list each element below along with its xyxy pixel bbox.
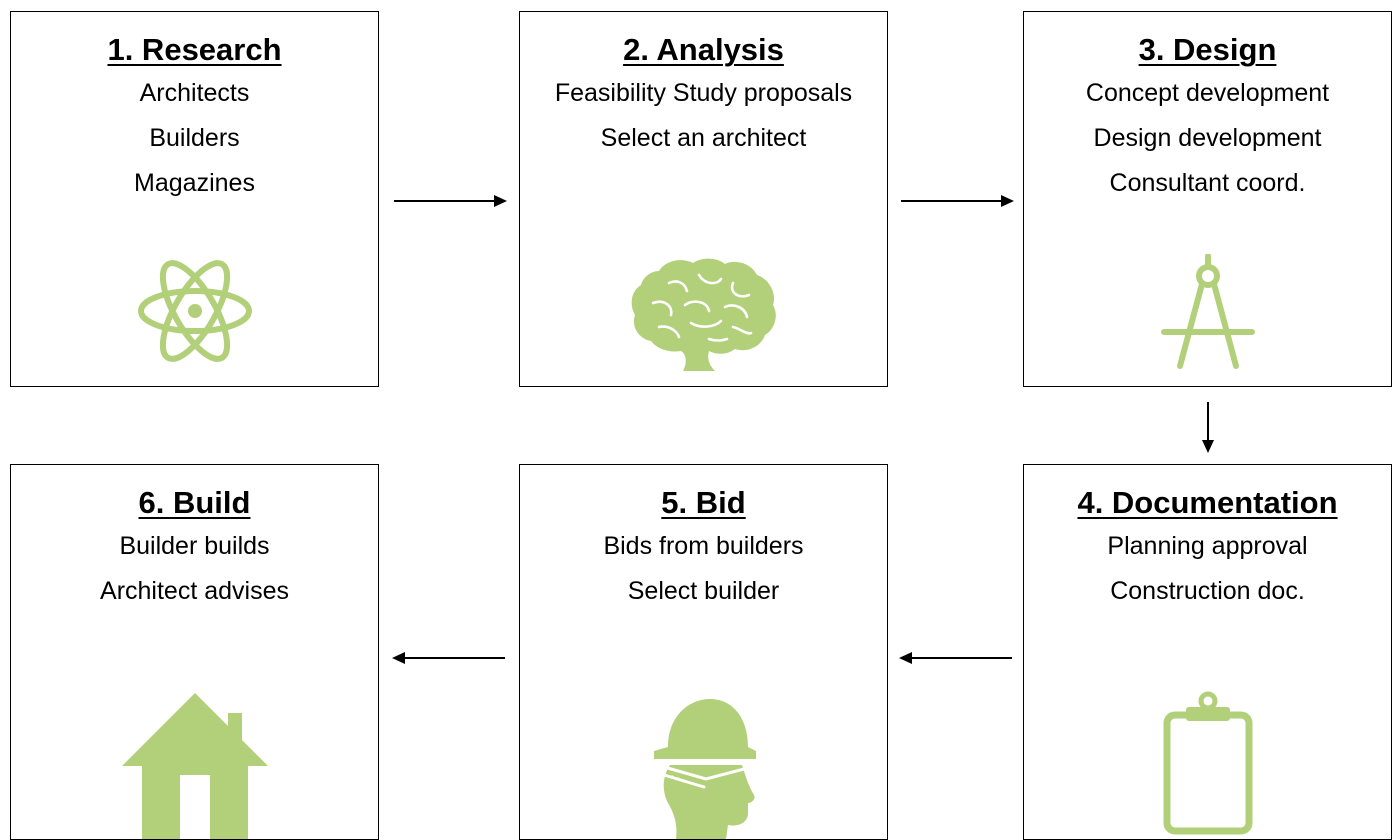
step-line: Builders bbox=[149, 124, 240, 152]
step-line: Select builder bbox=[627, 577, 780, 605]
step-line: Magazines bbox=[134, 169, 255, 197]
step-title: 6. Build bbox=[138, 485, 251, 520]
step-title: 4. Documentation bbox=[1077, 485, 1338, 520]
house-icon bbox=[121, 693, 268, 839]
arrow-research-to-analysis bbox=[394, 195, 507, 207]
step-line: Select an architect bbox=[600, 124, 807, 152]
hard-hat-head-icon bbox=[653, 699, 756, 839]
step-line: Builder builds bbox=[119, 532, 270, 560]
brain-icon bbox=[631, 258, 776, 371]
step-analysis: 2. Analysis Feasibility Study proposals … bbox=[519, 11, 888, 387]
arrow-bid-to-build bbox=[392, 652, 505, 664]
step-line: Bids from builders bbox=[603, 532, 804, 560]
step-line: Concept development bbox=[1085, 79, 1330, 107]
step-line: Planning approval bbox=[1107, 532, 1308, 560]
step-line: Construction doc. bbox=[1110, 577, 1305, 605]
step-line: Design development bbox=[1093, 124, 1322, 152]
step-documentation: 4. Documentation Planning approval Const… bbox=[1023, 464, 1392, 840]
step-line: Architects bbox=[139, 79, 250, 107]
step-title: 1. Research bbox=[107, 32, 282, 67]
step-line: Consultant coord. bbox=[1109, 169, 1306, 197]
step-line: Architect advises bbox=[100, 577, 289, 605]
step-title: 3. Design bbox=[1138, 32, 1277, 67]
step-build: 6. Build Builder builds Architect advise… bbox=[10, 464, 379, 840]
step-research: 1. Research Architects Builders Magazine… bbox=[10, 11, 379, 387]
arrow-documentation-to-bid bbox=[899, 652, 1012, 664]
step-title: 5. Bid bbox=[661, 485, 746, 520]
step-design: 3. Design Concept development Design dev… bbox=[1023, 11, 1392, 387]
clipboard-icon bbox=[1163, 691, 1252, 835]
drafting-compass-icon bbox=[1160, 254, 1255, 369]
atom-icon bbox=[137, 260, 252, 362]
step-bid: 5. Bid Bids from builders Select builder bbox=[519, 464, 888, 840]
step-title: 2. Analysis bbox=[623, 32, 784, 67]
arrow-design-to-documentation bbox=[1202, 402, 1214, 453]
arrow-analysis-to-design bbox=[901, 195, 1014, 207]
step-line: Feasibility Study proposals bbox=[554, 79, 853, 107]
